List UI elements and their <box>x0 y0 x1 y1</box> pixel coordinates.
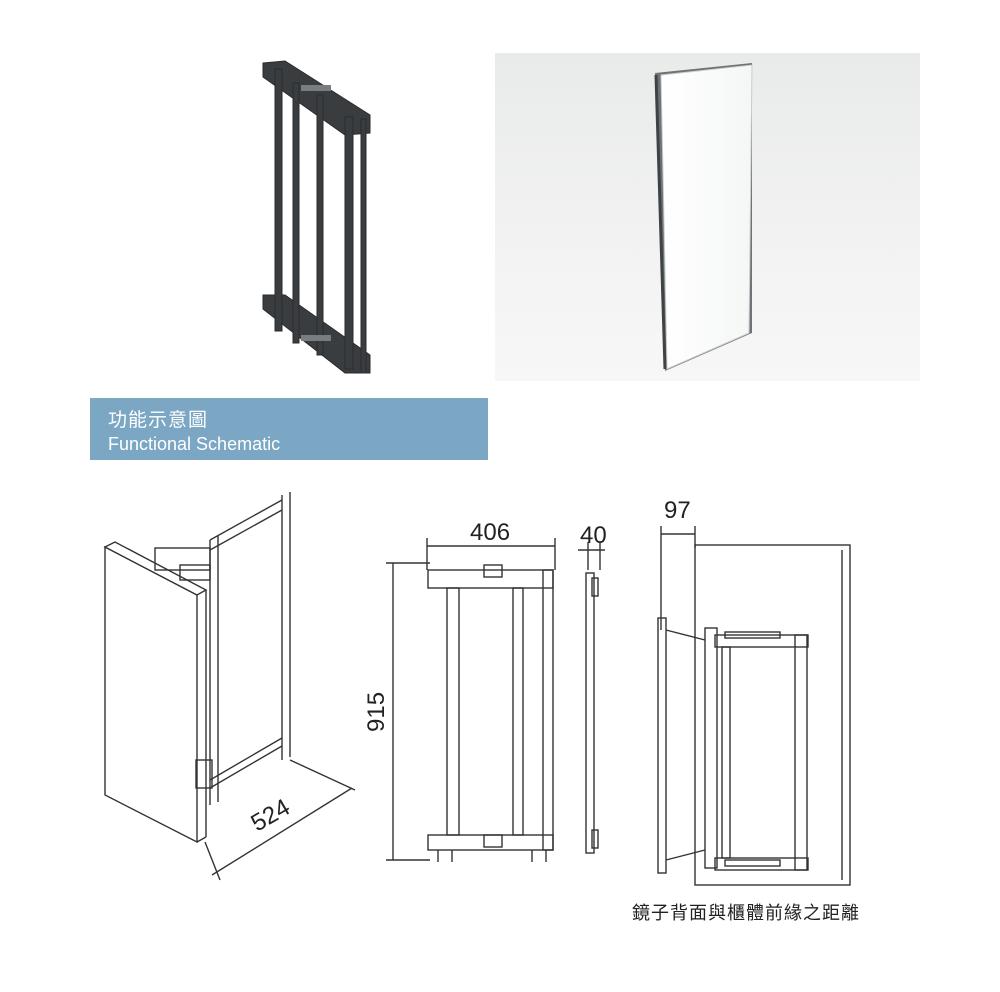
diagram-caption: 鏡子背面與櫃體前緣之距離 <box>632 903 860 924</box>
isometric-view <box>103 492 356 881</box>
front-view <box>386 538 605 862</box>
banner-title-english: Functional Schematic <box>108 434 281 454</box>
frame-product-photo <box>245 55 395 380</box>
dimension-height: 915 <box>363 692 390 732</box>
dimension-depth: 524 <box>247 794 295 837</box>
dimension-width: 406 <box>470 519 510 546</box>
section-banner: 功能示意圖 Functional Schematic <box>90 398 488 460</box>
banner-title-chinese: 功能示意圖 <box>108 409 209 431</box>
dimension-offset: 97 <box>664 497 691 524</box>
mirror-product-photo <box>495 53 920 381</box>
installed-view <box>657 526 851 886</box>
schematic-drawing: 524 406 40 915 97 <box>0 470 1000 992</box>
dimension-thickness: 40 <box>580 522 607 549</box>
